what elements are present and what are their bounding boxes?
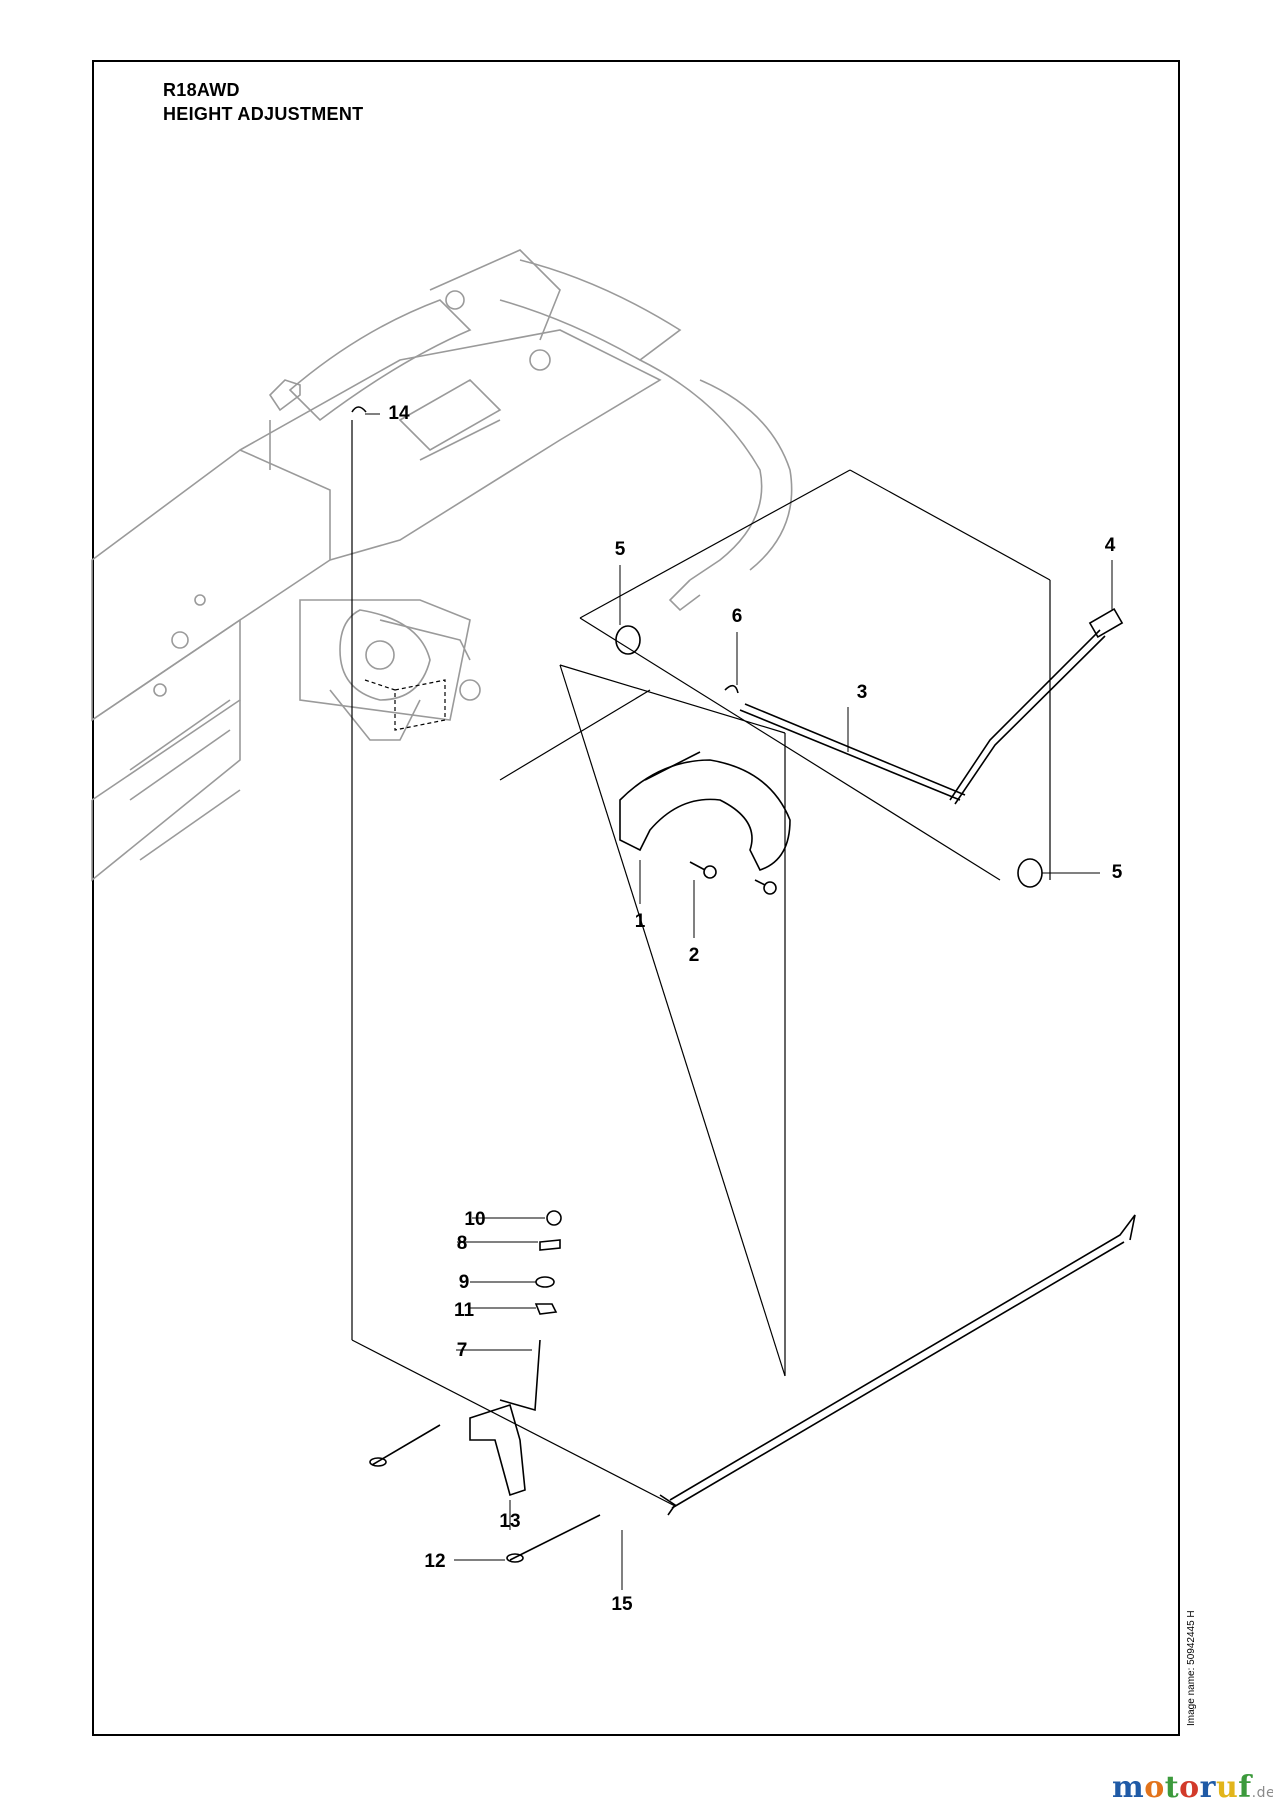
callout-1: 1 <box>634 911 646 932</box>
image-name-label: Image name: 50942445 H <box>1186 1610 1197 1726</box>
parts <box>351 406 1136 1563</box>
logo-suffix: .de <box>1251 1785 1273 1801</box>
callout-12: 12 <box>424 1551 446 1572</box>
callout-5-right: 5 <box>1111 862 1123 883</box>
callout-11: 11 <box>453 1300 475 1321</box>
logo-letter: f <box>1238 1770 1252 1805</box>
callout-8: 8 <box>456 1233 468 1254</box>
logo-letter: o <box>1144 1770 1165 1805</box>
reference-lines <box>351 420 1051 1507</box>
chassis-frame <box>91 249 793 882</box>
section-title: HEIGHT ADJUSTMENT <box>163 104 364 124</box>
callout-7: 7 <box>456 1340 468 1361</box>
callout-5-top: 5 <box>614 539 626 560</box>
callout-4: 4 <box>1104 535 1116 556</box>
logo-letter: o <box>1179 1770 1200 1805</box>
logo-letter: m <box>1112 1770 1145 1805</box>
callout-15: 15 <box>611 1594 633 1615</box>
logo-letters: motoruf <box>1112 1770 1252 1805</box>
logo-letter: t <box>1164 1770 1180 1805</box>
callout-3: 3 <box>856 682 868 703</box>
callout-14: 14 <box>388 403 410 424</box>
leader-lines <box>365 413 1113 1590</box>
drawing-frame <box>92 60 1180 1736</box>
callout-9: 9 <box>458 1272 470 1293</box>
callout-6: 6 <box>731 606 743 627</box>
callout-13: 13 <box>499 1511 521 1532</box>
motoruf-logo: motoruf.de <box>1112 1770 1273 1805</box>
logo-letter: r <box>1199 1770 1216 1805</box>
callout-10: 10 <box>464 1209 486 1230</box>
model-title: R18AWD <box>163 80 240 100</box>
callout-2: 2 <box>688 945 700 966</box>
logo-letter: u <box>1215 1770 1239 1805</box>
